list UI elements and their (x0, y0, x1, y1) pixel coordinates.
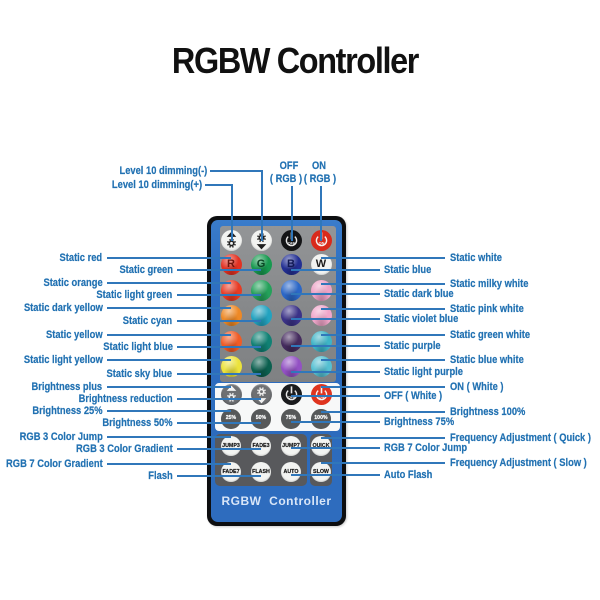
svg-text:ON: ON (318, 241, 324, 245)
svg-text:OFF: OFF (287, 241, 295, 245)
svg-text:ON: ON (318, 395, 324, 399)
svg-text:OFF: OFF (287, 395, 295, 399)
